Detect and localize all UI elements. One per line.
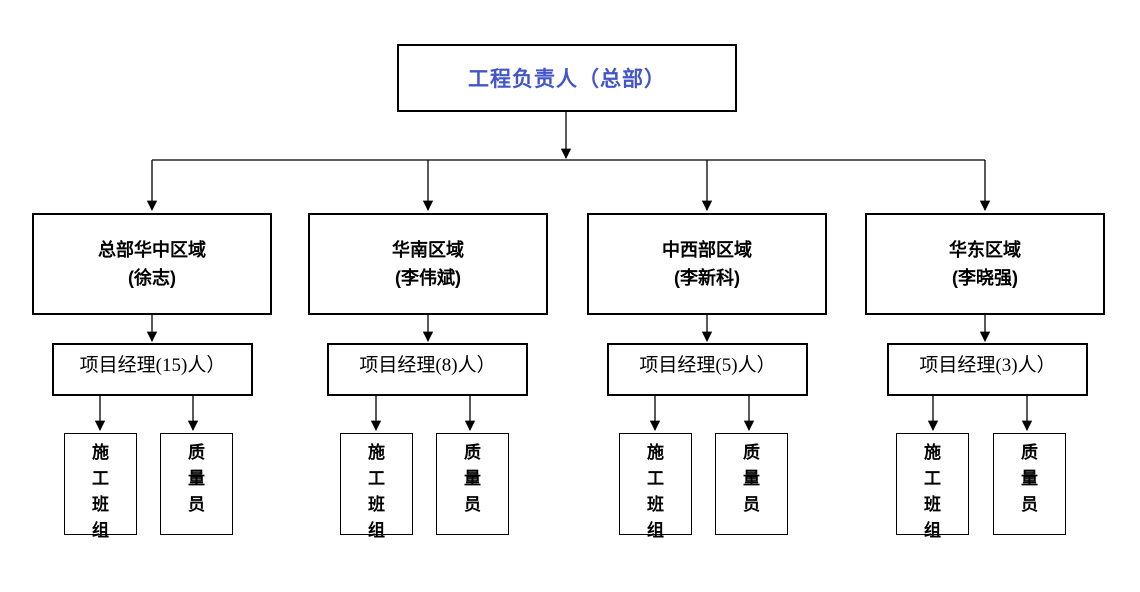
node-project-managers-huazhong: 项目经理(15)人） xyxy=(52,343,253,396)
node-project-managers-huadong: 项目经理(3)人） xyxy=(887,343,1088,396)
quality-officer-label: 质 量 员 xyxy=(464,443,481,514)
region-head: (李晓强) xyxy=(952,268,1018,288)
region-name: 中西部区域 xyxy=(662,240,752,260)
node-quality-officer-huadong: 质 量 员 xyxy=(993,433,1066,535)
manager-label: 项目经理(3)人） xyxy=(919,355,1056,376)
node-region-huadong: 华东区域 (李晓强) xyxy=(865,213,1105,315)
quality-officer-label: 质 量 员 xyxy=(1021,443,1038,514)
region-head: (李新科) xyxy=(674,268,740,288)
region-name: 总部华中区域 xyxy=(98,240,206,260)
region-head: (徐志) xyxy=(128,268,176,288)
node-construction-team-zhongxibu: 施 工 班 组 xyxy=(619,433,692,540)
region-head: (李伟斌) xyxy=(395,268,461,288)
node-construction-team-huanan: 施 工 班 组 xyxy=(340,433,413,540)
node-region-zhongxibu: 中西部区域 (李新科) xyxy=(587,213,827,315)
node-quality-officer-huazhong: 质 量 员 xyxy=(160,433,233,535)
node-region-huazhong: 总部华中区域 (徐志) xyxy=(32,213,272,315)
construction-team-label: 施 工 班 组 xyxy=(368,443,385,540)
node-project-managers-zhongxibu: 项目经理(5)人） xyxy=(607,343,808,396)
manager-label: 项目经理(15)人） xyxy=(79,355,226,376)
quality-officer-label: 质 量 员 xyxy=(743,443,760,514)
construction-team-label: 施 工 班 组 xyxy=(647,443,664,540)
node-region-huanan: 华南区域 (李伟斌) xyxy=(308,213,548,315)
construction-team-label: 施 工 班 组 xyxy=(924,443,941,540)
quality-officer-label: 质 量 员 xyxy=(188,443,205,514)
manager-label: 项目经理(8)人） xyxy=(359,355,496,376)
root-label: 工程负责人（总部） xyxy=(468,68,666,91)
node-root-headquarters: 工程负责人（总部） xyxy=(397,44,737,112)
region-name: 华东区域 xyxy=(949,240,1021,260)
node-construction-team-huadong: 施 工 班 组 xyxy=(896,433,969,540)
region-name: 华南区域 xyxy=(392,240,464,260)
manager-label: 项目经理(5)人） xyxy=(639,355,776,376)
node-construction-team-huazhong: 施 工 班 组 xyxy=(64,433,137,540)
node-quality-officer-zhongxibu: 质 量 员 xyxy=(715,433,788,535)
node-project-managers-huanan: 项目经理(8)人） xyxy=(327,343,528,396)
node-quality-officer-huanan: 质 量 员 xyxy=(436,433,509,535)
construction-team-label: 施 工 班 组 xyxy=(92,443,109,540)
